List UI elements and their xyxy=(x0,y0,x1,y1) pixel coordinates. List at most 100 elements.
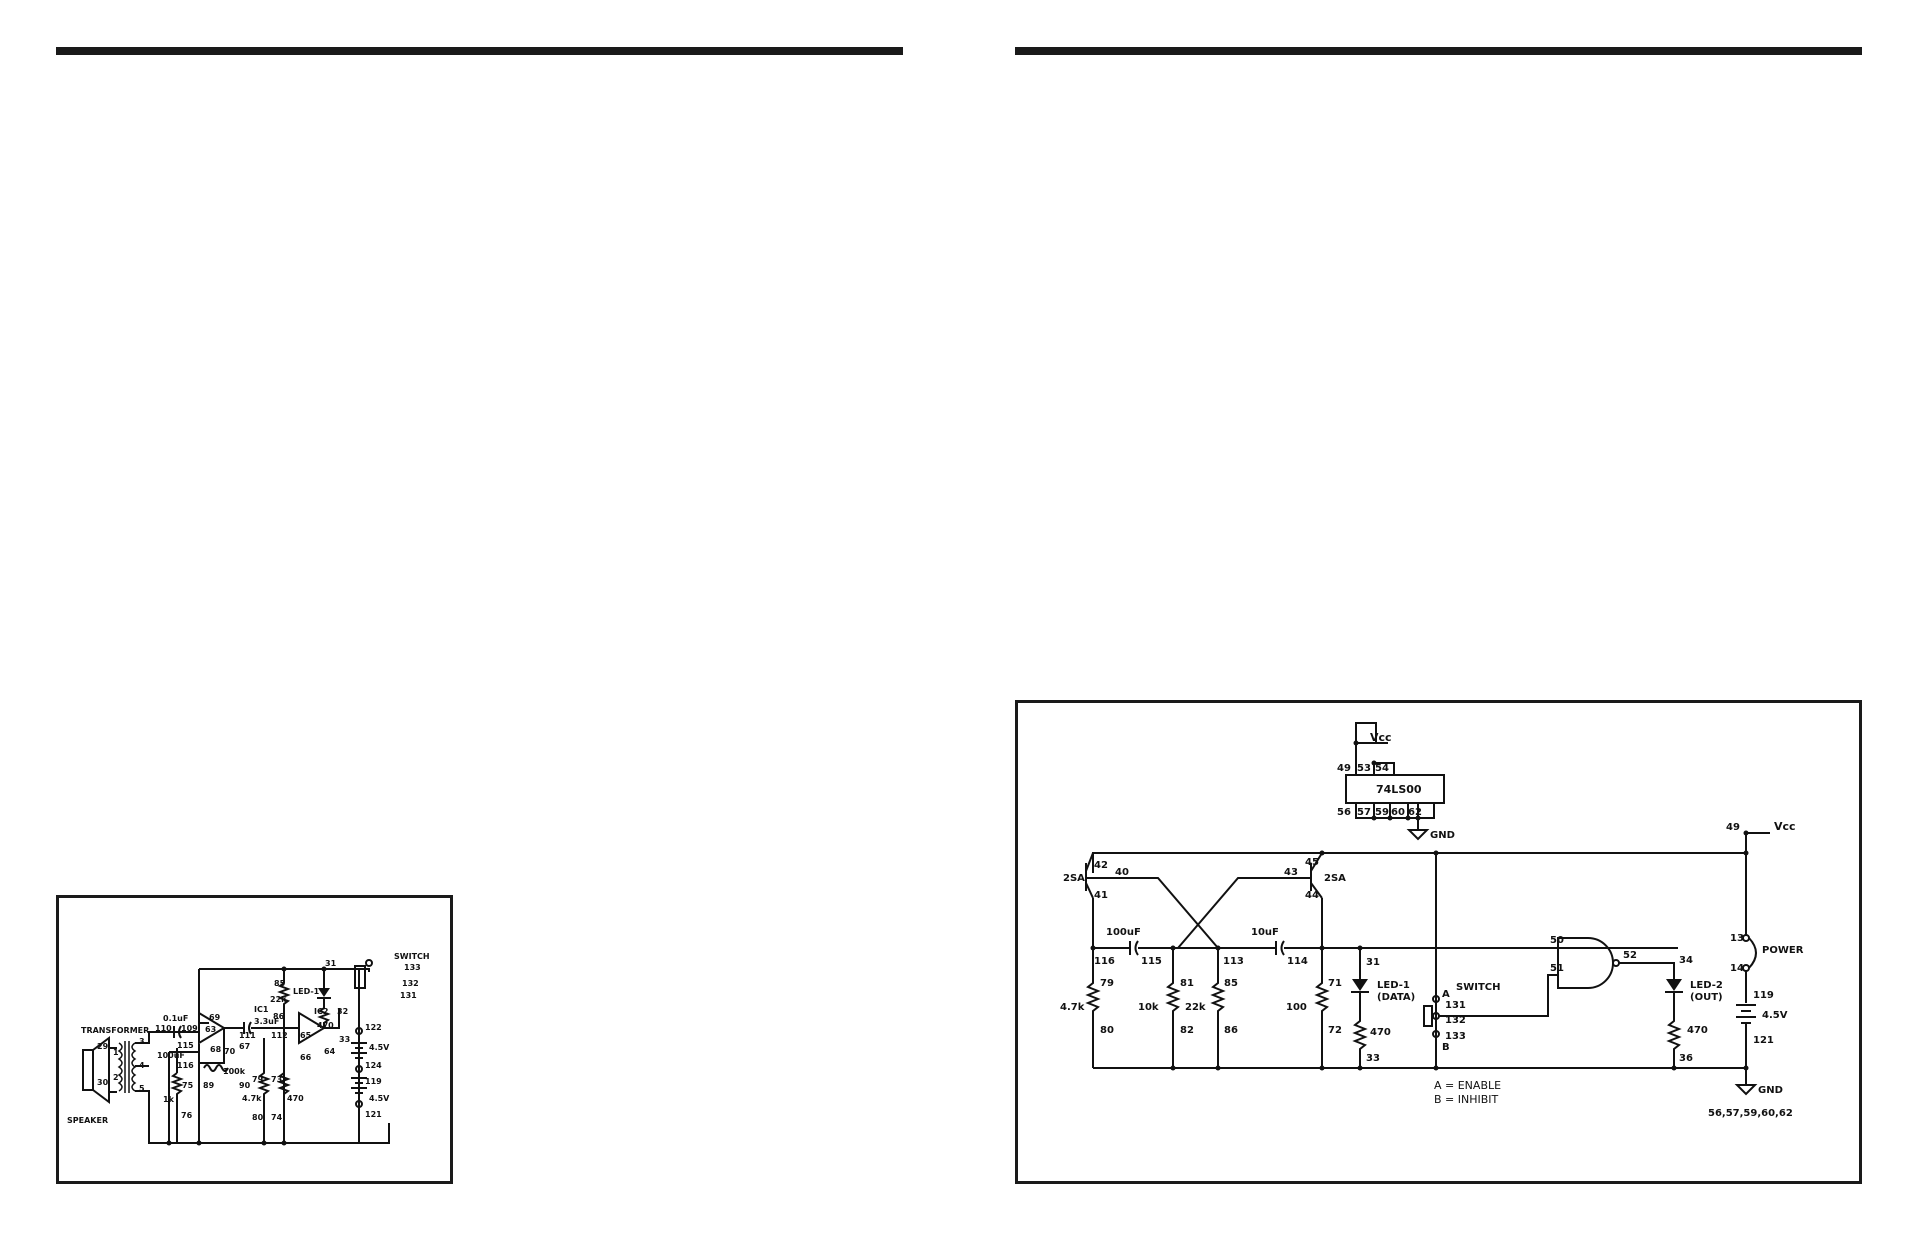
label-switch: SWITCH xyxy=(394,952,430,961)
label-54: 54 xyxy=(1375,763,1389,774)
label-14: 14 xyxy=(1730,963,1744,974)
label-2sa-left: 2SA xyxy=(1063,873,1085,884)
label-42: 42 xyxy=(1094,860,1108,871)
label-90: 90 xyxy=(239,1081,251,1090)
label-29: 29 xyxy=(97,1042,109,1051)
label-113: 113 xyxy=(1223,956,1244,967)
label-b: B xyxy=(1442,1042,1450,1053)
label-116: 116 xyxy=(1094,956,1115,967)
label-gnd-top: GND xyxy=(1430,830,1455,841)
label-100uf: 100uF xyxy=(1106,927,1141,938)
label-31: 31 xyxy=(325,959,337,968)
label-32: 32 xyxy=(337,1007,348,1016)
label-a: A xyxy=(1442,989,1450,1000)
left-schematic-panel: SWITCH 133 132 131 85 22k 86 31 LED-1 32… xyxy=(56,895,453,1184)
label-80: 80 xyxy=(1100,1025,1114,1036)
label-43: 43 xyxy=(1284,867,1298,878)
battery-icon xyxy=(351,1077,367,1094)
battery-icon xyxy=(1736,1004,1756,1024)
label-49a: 49 xyxy=(1337,763,1351,774)
label-76: 76 xyxy=(181,1111,193,1120)
label-79: 79 xyxy=(1100,978,1114,989)
label-45: 45 xyxy=(1305,857,1319,868)
label-22k: 22k xyxy=(1185,1002,1206,1013)
label-4.7k: 4.7k xyxy=(1060,1002,1085,1013)
label-109: 109 xyxy=(181,1024,198,1033)
label-100uf: 100uF xyxy=(157,1051,185,1060)
label-60: 60 xyxy=(1391,807,1405,818)
label-49b: 49 xyxy=(1726,822,1740,833)
label-transformer: TRANSFORMER xyxy=(81,1026,149,1035)
label-41: 41 xyxy=(1094,890,1108,901)
label-power: POWER xyxy=(1762,945,1804,956)
right-schematic: Vcc 49 53 54 74LS00 56 57 59 60 62 GND 4… xyxy=(1060,722,1804,1119)
label-62: 62 xyxy=(1408,807,1422,818)
right-schematic-panel: Vcc 49 53 54 74LS00 56 57 59 60 62 GND 4… xyxy=(1015,700,1862,1184)
label-75: 75 xyxy=(182,1081,194,1090)
led-2-icon xyxy=(1665,979,1683,993)
label-69: 69 xyxy=(209,1013,221,1022)
top-rule-right xyxy=(1015,47,1862,55)
label-switch: SWITCH xyxy=(1456,982,1500,993)
label-132: 132 xyxy=(1445,1015,1466,1026)
label-52: 52 xyxy=(1623,950,1637,961)
label-gnd-bottom: GND xyxy=(1758,1085,1783,1096)
label-45v-a: 4.5V xyxy=(369,1043,390,1052)
left-schematic: SWITCH 133 132 131 85 22k 86 31 LED-1 32… xyxy=(67,952,430,1146)
label-85: 85 xyxy=(274,979,286,988)
label-470a: 470 xyxy=(1370,1027,1391,1038)
label-led1: LED-1 xyxy=(1377,980,1410,991)
label-56: 56 xyxy=(1337,807,1351,818)
label-10uf: 10uF xyxy=(1251,927,1279,938)
legend-b-inhibit: B = INHIBIT xyxy=(1434,1093,1499,1106)
label-85: 85 xyxy=(1224,978,1238,989)
label-86: 86 xyxy=(273,1012,285,1021)
label-132: 132 xyxy=(402,979,419,988)
battery-icon xyxy=(351,1042,367,1059)
nand-gate xyxy=(1557,937,1614,989)
ground-icon xyxy=(1734,1084,1758,1096)
label-33uf: 3.3uF xyxy=(254,1017,279,1026)
ic1-opamp xyxy=(198,1011,226,1045)
label-gnd-pins: 56,57,59,60,62 xyxy=(1708,1108,1793,1119)
label-50: 50 xyxy=(1550,935,1564,946)
label-2: 2 xyxy=(113,1073,119,1082)
label-led2: LED-2 xyxy=(1690,980,1723,991)
label-111: 111 xyxy=(239,1031,256,1040)
label-40: 40 xyxy=(1115,867,1129,878)
label-121: 121 xyxy=(1753,1035,1774,1046)
label-73: 73 xyxy=(271,1075,282,1084)
label-74: 74 xyxy=(271,1113,283,1122)
label-led1-data: (DATA) xyxy=(1377,992,1415,1003)
label-44: 44 xyxy=(1305,890,1319,901)
transformer-icon xyxy=(117,1041,137,1093)
label-133: 133 xyxy=(1445,1031,1466,1042)
label-31: 31 xyxy=(1366,957,1380,968)
label-131: 131 xyxy=(400,991,417,1000)
transistor-2sa-left xyxy=(1085,852,1100,899)
label-30: 30 xyxy=(97,1078,109,1087)
ic2-opamp xyxy=(298,1011,326,1045)
label-68: 68 xyxy=(210,1045,222,1054)
ground-icon xyxy=(1406,829,1430,841)
label-45v-b: 4.5V xyxy=(369,1094,390,1103)
label-121: 121 xyxy=(365,1110,382,1119)
label-59: 59 xyxy=(1375,807,1389,818)
top-rule-left xyxy=(56,47,903,55)
label-34: 34 xyxy=(1679,955,1693,966)
label-100k: 100k xyxy=(223,1067,246,1076)
label-53: 53 xyxy=(1357,763,1371,774)
label-115: 115 xyxy=(1141,956,1162,967)
label-22k: 22k xyxy=(270,995,287,1004)
label-33: 33 xyxy=(1366,1053,1380,1064)
label-122: 122 xyxy=(365,1023,382,1032)
label-470a: 470 xyxy=(317,1021,334,1030)
label-131: 131 xyxy=(1445,1000,1466,1011)
label-5: 5 xyxy=(139,1084,145,1093)
label-64: 64 xyxy=(324,1047,336,1056)
label-led2-out: (OUT) xyxy=(1690,992,1723,1003)
label-speaker: SPEAKER xyxy=(67,1116,108,1125)
label-116: 116 xyxy=(177,1061,194,1070)
label-124: 124 xyxy=(365,1061,382,1070)
label-51: 51 xyxy=(1550,963,1564,974)
